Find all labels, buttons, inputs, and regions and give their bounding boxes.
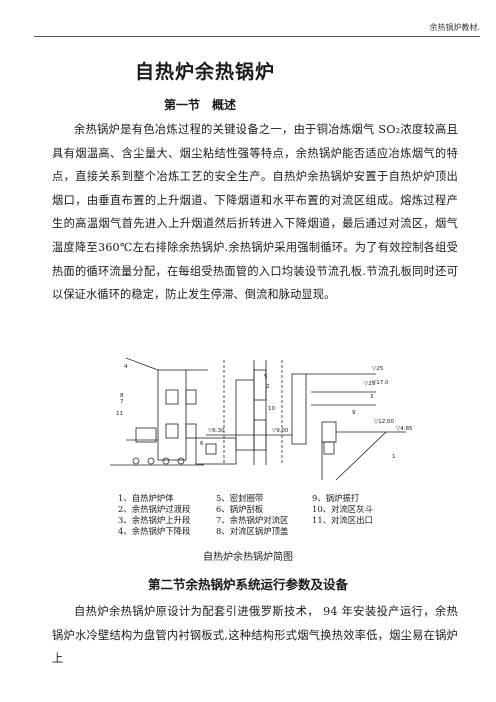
- legend-item: 4、余热锅炉下降段: [118, 526, 191, 536]
- part-number: 5: [264, 374, 268, 380]
- legend-row: 4、余热锅炉下降段 8、对流区锅炉顶盖: [118, 526, 418, 537]
- legend-item: 7、余热锅炉对流区: [216, 515, 289, 525]
- legend-item: 6、锅炉刮板: [216, 504, 264, 514]
- header-rule: [34, 36, 480, 37]
- boiler-diagram: 4 8 7 11 6 5 10 2 3 1 9 ▽25 ▽25 ▽17.0 ▽1…: [110, 357, 413, 481]
- part-number: 11: [116, 411, 123, 417]
- legend-item: 10、对流区灰斗: [312, 504, 373, 514]
- part-number: 10: [268, 406, 275, 412]
- elevation-mark: ▽6.30: [208, 428, 225, 434]
- figure-caption: 自热炉余热锅炉简图: [203, 552, 293, 563]
- elevation-mark: ▽17.0: [372, 380, 389, 386]
- elevation-mark: ▽25: [364, 381, 376, 387]
- elevation-mark: ▽25: [372, 366, 384, 372]
- legend-item: 2、余热锅炉过渡段: [118, 504, 191, 514]
- part-number: 3: [370, 394, 374, 400]
- legend-item: 5、密封圈带: [216, 493, 264, 503]
- legend-item: 9、锅炉振打: [312, 493, 360, 503]
- part-number: 8: [120, 393, 124, 399]
- section-2-heading: 第二节余热锅炉系统运行参数及设备: [147, 577, 348, 592]
- elevation-mark: ▽4.85: [396, 426, 413, 432]
- transition-shaft: [291, 373, 307, 445]
- running-header: 余热锅炉教材.: [429, 23, 480, 32]
- rapper-box: [165, 389, 179, 405]
- riser-shaft: [235, 379, 255, 451]
- section-1-paragraph: 余热锅炉是有色冶炼过程的关键设备之一，由于铜冶炼烟气 SO₂浓度较高且具有烟温高…: [52, 123, 458, 302]
- downcomer-shaft: [157, 369, 187, 461]
- rapper-box: [165, 423, 179, 439]
- part-number: 2: [266, 384, 270, 390]
- legend-item: 1、自热炉炉体: [118, 493, 174, 503]
- legend-item: [312, 526, 412, 537]
- legend-row: 2、余热锅炉过渡段 6、锅炉刮板 10、对流区灰斗: [118, 504, 418, 515]
- section-2-paragraph: 自热炉余热锅炉原设计为配套引进俄罗斯技术， 94 年安装投产运行，余热锅炉水冷壁…: [52, 605, 458, 666]
- part-number: 4: [124, 364, 128, 370]
- elevation-mark: ▽9.00: [272, 428, 289, 434]
- section-1-heading: 第一节 概述: [163, 98, 236, 112]
- legend-item: 3、余热锅炉上升段: [118, 515, 191, 525]
- part-number: 9: [352, 410, 356, 416]
- legend-item: 8、对流区锅炉顶盖: [216, 526, 289, 536]
- legend-item: 11、对流区出口: [312, 515, 373, 525]
- legend-row: 1、自热炉炉体 5、密封圈带 9、锅炉振打: [118, 493, 418, 504]
- elevation-mark: ▽12.00: [374, 419, 394, 425]
- part-number: 1: [392, 454, 396, 460]
- legend-row: 3、余热锅炉上升段 7、余热锅炉对流区 11、对流区出口: [118, 515, 418, 526]
- document-title: 自热炉余热锅炉: [134, 61, 275, 83]
- part-number: 6: [200, 441, 204, 447]
- part-number: 7: [120, 399, 124, 405]
- figure-legend: 1、自热炉炉体 5、密封圈带 9、锅炉振打 2、余热锅炉过渡段 6、锅炉刮板 1…: [118, 493, 418, 537]
